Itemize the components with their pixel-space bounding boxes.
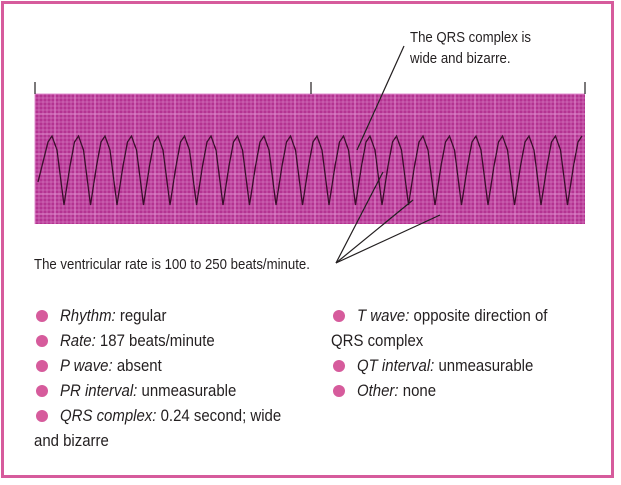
finding-value: 187 beats/minute [99,331,215,350]
rate-pointer-line [335,171,384,264]
finding-value: none [402,381,437,400]
bullet-icon [36,360,48,372]
bullet-icon [36,410,48,422]
finding-t-wave: T wave: opposite direction of [357,303,547,328]
rate-pointer-line [335,214,441,264]
qrs-callout: The QRS complex is wide and bizarre. [410,27,531,69]
finding-qrs-complex-continuation: and bizarre [34,431,109,450]
finding-label: Other: [357,381,399,400]
finding-p-wave: P wave: absent [60,353,162,378]
qrs-callout-line-1: The QRS complex is [410,29,532,46]
finding-qt-interval: QT interval: unmeasurable [357,353,533,378]
finding-value: opposite direction of [413,306,548,325]
finding-pr-interval: PR interval: unmeasurable [60,378,236,403]
finding-qrs-complex: QRS complex: 0.24 second; wide [60,403,281,428]
strip-time-markers [34,82,586,94]
finding-value: regular [119,306,167,325]
ecg-grid-paper [34,93,585,224]
finding-rate: Rate: 187 beats/minute [60,328,215,353]
finding-label: Rhythm: [60,306,116,325]
bullet-icon [36,335,48,347]
finding-label: PR interval: [60,381,138,400]
qrs-pointer-line [356,45,405,151]
finding-value: 0.24 second; wide [160,406,282,425]
finding-rhythm: Rhythm: regular [60,303,166,328]
bullet-icon [36,385,48,397]
finding-t-wave-continuation: QRS complex [331,331,424,350]
finding-value: unmeasurable [438,356,534,375]
bullet-icon [333,310,345,322]
figure-frame [1,1,614,478]
finding-value: unmeasurable [141,381,237,400]
finding-label: P wave: [60,356,113,375]
rate-callout: The ventricular rate is 100 to 250 beats… [34,256,310,273]
bullet-icon [333,385,345,397]
finding-value: absent [116,356,162,375]
ecg-trace [37,134,583,206]
finding-label: Rate: [60,331,96,350]
rate-pointer-line [335,199,414,264]
finding-label: QRS complex: [60,406,157,425]
finding-label: T wave: [357,306,410,325]
bullet-icon [333,360,345,372]
qrs-callout-line-2: wide and bizarre. [410,50,511,67]
bullet-icon [36,310,48,322]
callout-pointer-lines [335,45,441,264]
finding-other: Other: none [357,378,436,403]
finding-label: QT interval: [357,356,435,375]
